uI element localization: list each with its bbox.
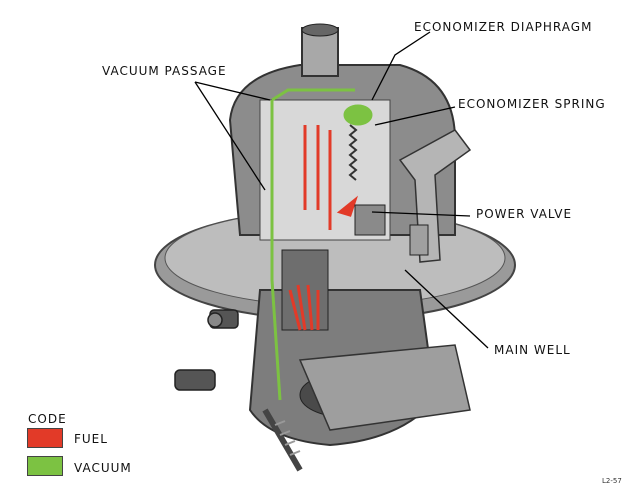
figure-code: L2-57: [602, 477, 622, 485]
main-well-body: [281, 249, 329, 331]
mounting-flange: [298, 344, 471, 431]
fuel-passages: [288, 125, 359, 331]
vacuum-passage: [270, 88, 373, 401]
power-valve: [354, 204, 386, 236]
adjusting-screw: [409, 224, 429, 256]
leader-vacuum-passage-2: [194, 81, 271, 101]
fuel-inlet-opening: [301, 23, 339, 37]
label-vacuum-passage: VACUUM PASSAGE: [102, 64, 227, 78]
label-economizer-spring: ECONOMIZER SPRING: [458, 97, 606, 111]
label-main-well: MAIN WELL: [494, 343, 571, 357]
legend-title: CODE: [28, 412, 67, 426]
legend-label-fuel: FUEL: [74, 432, 108, 446]
throttle-linkage: [174, 309, 303, 472]
leader-power-valve: [371, 211, 471, 217]
leader-main-well: [404, 269, 489, 349]
leader-lines: [194, 31, 489, 349]
label-economizer-diaphragm: ECONOMIZER DIAPHRAGM: [414, 20, 593, 34]
economizer-spring: [348, 124, 358, 181]
leader-vacuum-passage-1: [194, 81, 266, 191]
label-power-valve: POWER VALVE: [476, 207, 573, 221]
throttle-lever: [398, 129, 472, 263]
leader-economizer-spring: [374, 106, 456, 126]
legend-label-vacuum: VACUUM: [74, 461, 132, 475]
legend-swatch-vacuum: [27, 456, 63, 476]
leader-economizer-diaphragm: [371, 31, 431, 101]
legend-swatch-fuel: [27, 428, 63, 448]
